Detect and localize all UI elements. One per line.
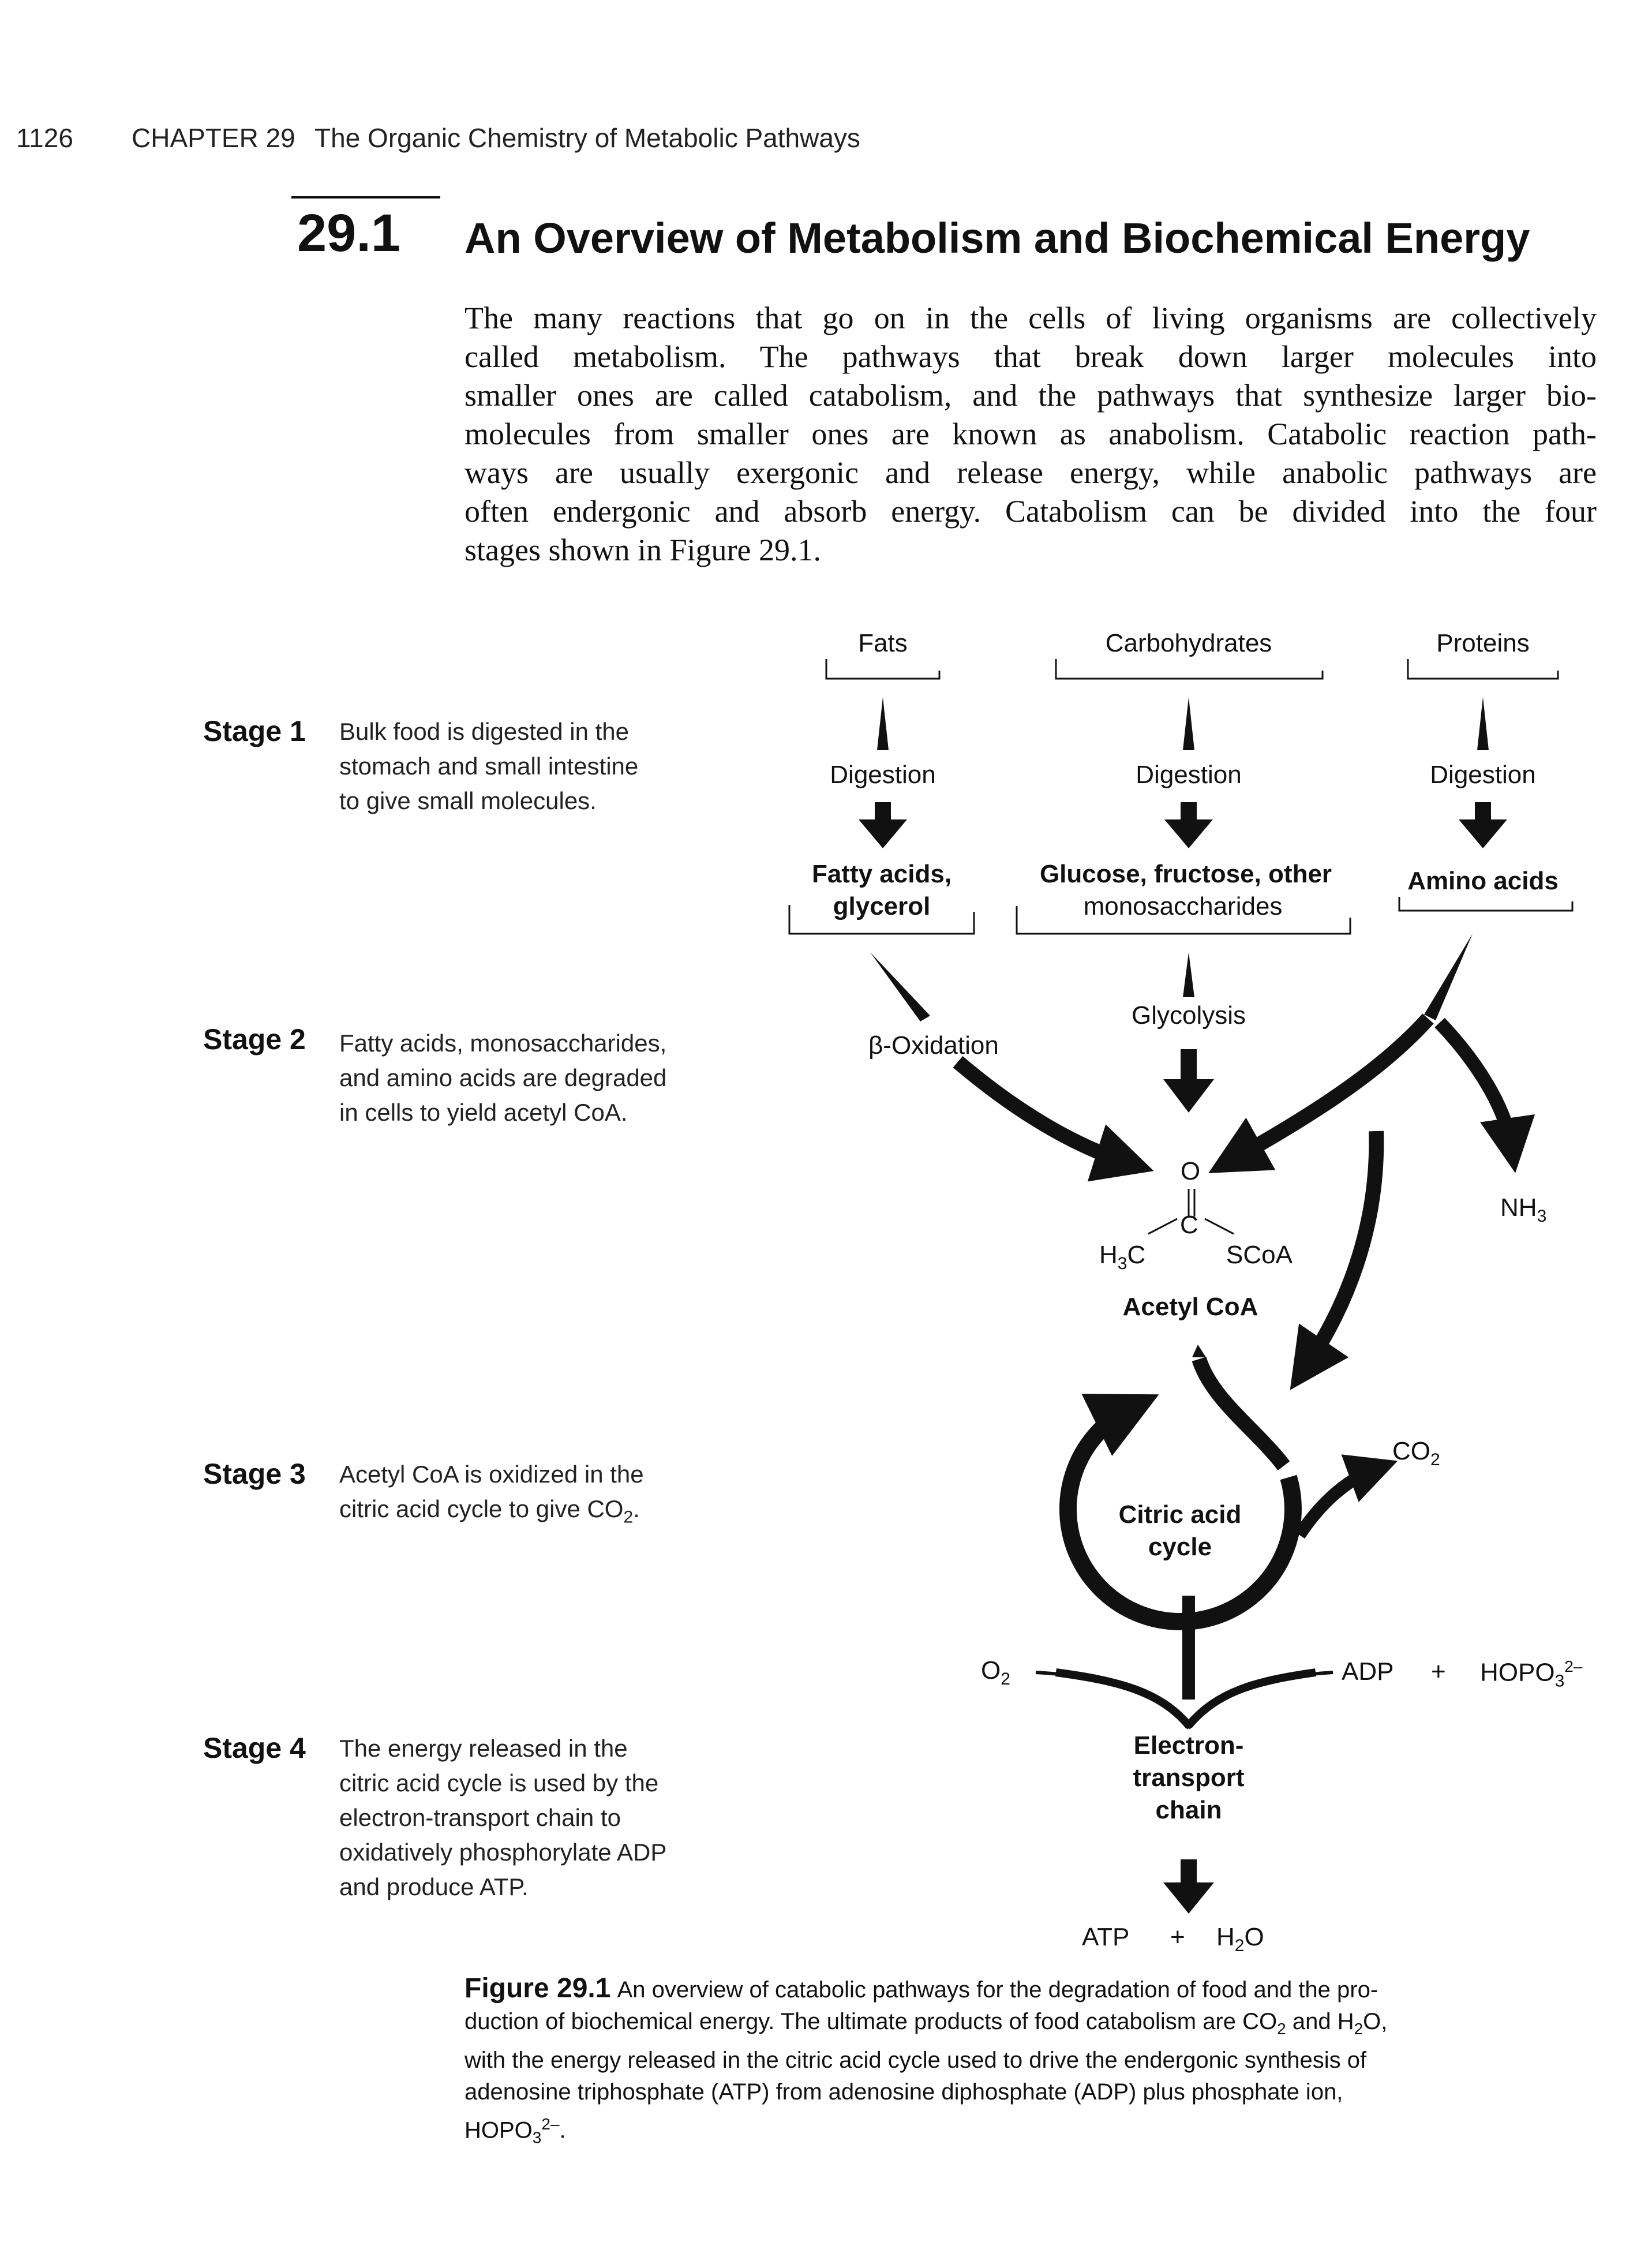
adp-label: ADP (1342, 1657, 1394, 1686)
amino-acids-bracket (1398, 897, 1574, 912)
chain-label: chain (1155, 1796, 1222, 1824)
transport-label: transport (1133, 1764, 1245, 1792)
monosaccharides-label: monosaccharides (1083, 892, 1283, 920)
monosaccharides-bracket (1016, 906, 1351, 935)
chapter-label: CHAPTER 29 (132, 123, 295, 153)
electron-label: Electron- (1133, 1731, 1244, 1760)
glycolysis-stem (1183, 952, 1194, 997)
o2-label: O2 (981, 1656, 1010, 1689)
body-line: molecules from smaller ones are known as… (464, 417, 1597, 451)
stage-3-description: Acetyl CoA is oxidized in the citric aci… (339, 1457, 644, 1534)
beta-oxidation-label: β-Oxidation (868, 1031, 999, 1060)
o2-curve (1035, 1668, 1192, 1730)
fats-label: Fats (858, 629, 908, 657)
section-rule (291, 196, 440, 199)
acetyl-coa-structure (1148, 1189, 1234, 1235)
body-line: ways are usually exergonic and release e… (464, 455, 1597, 490)
acetyl-coa-oxygen: O (1180, 1157, 1201, 1185)
co2-label: CO2 (1392, 1437, 1440, 1469)
nh3-label: NH3 (1500, 1193, 1547, 1226)
figure-label: Figure 29.1 (464, 1973, 611, 2004)
stage-3-label: Stage 3 (203, 1458, 306, 1490)
citric-acid-cycle-loop (1059, 1394, 1302, 1630)
body-line: stages shown in Figure 29.1. (464, 533, 821, 567)
proteins-stem (1477, 697, 1489, 750)
amino-acids-label: Amino acids (1407, 867, 1559, 895)
glycolysis-label: Glycolysis (1131, 1001, 1246, 1030)
acetyl-coa-label: Acetyl CoA (1122, 1293, 1258, 1321)
amino-acid-to-acetylcoa-arrow (1208, 1013, 1434, 1173)
etc-to-atp-arrow (1163, 1859, 1214, 1914)
glycerol-label: glycerol (833, 892, 931, 920)
fatty-acids-bracket (788, 905, 975, 935)
beta-oxidation-arrow (953, 1056, 1154, 1182)
body-line: The many reactions that go on in the cel… (464, 301, 1597, 335)
stage-2-description: Fatty acids, monosaccharides, and amino … (339, 1030, 667, 1126)
section-number: 29.1 (297, 204, 401, 263)
body-line: called metabolism. The pathways that bre… (464, 339, 1597, 374)
atp-plus: + (1170, 1923, 1185, 1951)
stage-4-description: The energy released in the citric acid c… (339, 1735, 667, 1900)
carbohydrates-bracket (1055, 659, 1324, 680)
stage-4-label: Stage 4 (203, 1732, 306, 1764)
beta-oxidation-stem (870, 952, 930, 1021)
body-line: smaller ones are called catabolism, and … (464, 378, 1597, 413)
body-line: often endergonic and absorb energy. Cata… (464, 494, 1597, 529)
proteins-digestion-arrow (1459, 802, 1507, 848)
page-number: 1126 (16, 123, 73, 153)
proteins-bracket (1407, 659, 1559, 680)
stage-2-label: Stage 2 (203, 1023, 306, 1055)
fats-digestion-arrow (859, 802, 907, 848)
amino-acid-to-citric-acid-arrow (1290, 1131, 1384, 1390)
glucose-label: Glucose, fructose, other (1039, 860, 1332, 888)
nh3-arrow (1434, 1017, 1535, 1173)
co2-arrow (1294, 1454, 1398, 1539)
section-title: An Overview of Metabolism and Biochemica… (464, 214, 1530, 262)
fats-bracket (825, 659, 941, 680)
hopo3-label: HOPO32– (1480, 1657, 1583, 1691)
caption-line-5: HOPO32–. (464, 2115, 566, 2147)
proteins-digestion-label: Digestion (1430, 761, 1536, 789)
adp-curve (1185, 1668, 1333, 1730)
fats-digestion-label: Digestion (830, 761, 936, 789)
fats-stem (877, 697, 889, 750)
carbohydrates-digestion-label: Digestion (1136, 761, 1242, 789)
cycle-label: cycle (1148, 1533, 1212, 1561)
carbohydrates-stem (1183, 697, 1194, 750)
proteins-label: Proteins (1436, 629, 1530, 657)
carbohydrates-digestion-arrow (1164, 802, 1213, 848)
carbohydrates-label: Carbohydrates (1105, 629, 1272, 657)
chapter-title: The Organic Chemistry of Metabolic Pathw… (314, 123, 860, 153)
figure-caption: Figure 29.1 An overview of catabolic pat… (464, 1972, 1595, 2153)
stage-1-description: Bulk food is digested in the stomach and… (339, 718, 639, 814)
stage-3-line-2: citric acid cycle to give CO2. (339, 1495, 640, 1527)
acetyl-coa-methyl: H3C (1099, 1241, 1146, 1273)
acetyl-coa-scoa: SCoA (1226, 1241, 1293, 1269)
acetyl-coa-entry-arrow (1192, 1345, 1290, 1470)
glycolysis-arrow (1163, 1049, 1214, 1113)
citric-acid-label: Citric acid (1118, 1500, 1242, 1529)
acetyl-coa-carbon: C (1180, 1211, 1198, 1239)
atp-label: ATP (1082, 1923, 1130, 1951)
stage-1-label: Stage 1 (203, 715, 306, 747)
adp-plus: + (1431, 1657, 1446, 1686)
caption-line-2: duction of biochemical energy. The ultim… (464, 2009, 1388, 2038)
fatty-acids-label: Fatty acids, (811, 860, 952, 888)
h2o-label: H2O (1216, 1923, 1264, 1955)
amino-acid-stem (1424, 934, 1473, 1020)
body-paragraph: The many reactions that go on in the cel… (464, 299, 1597, 570)
